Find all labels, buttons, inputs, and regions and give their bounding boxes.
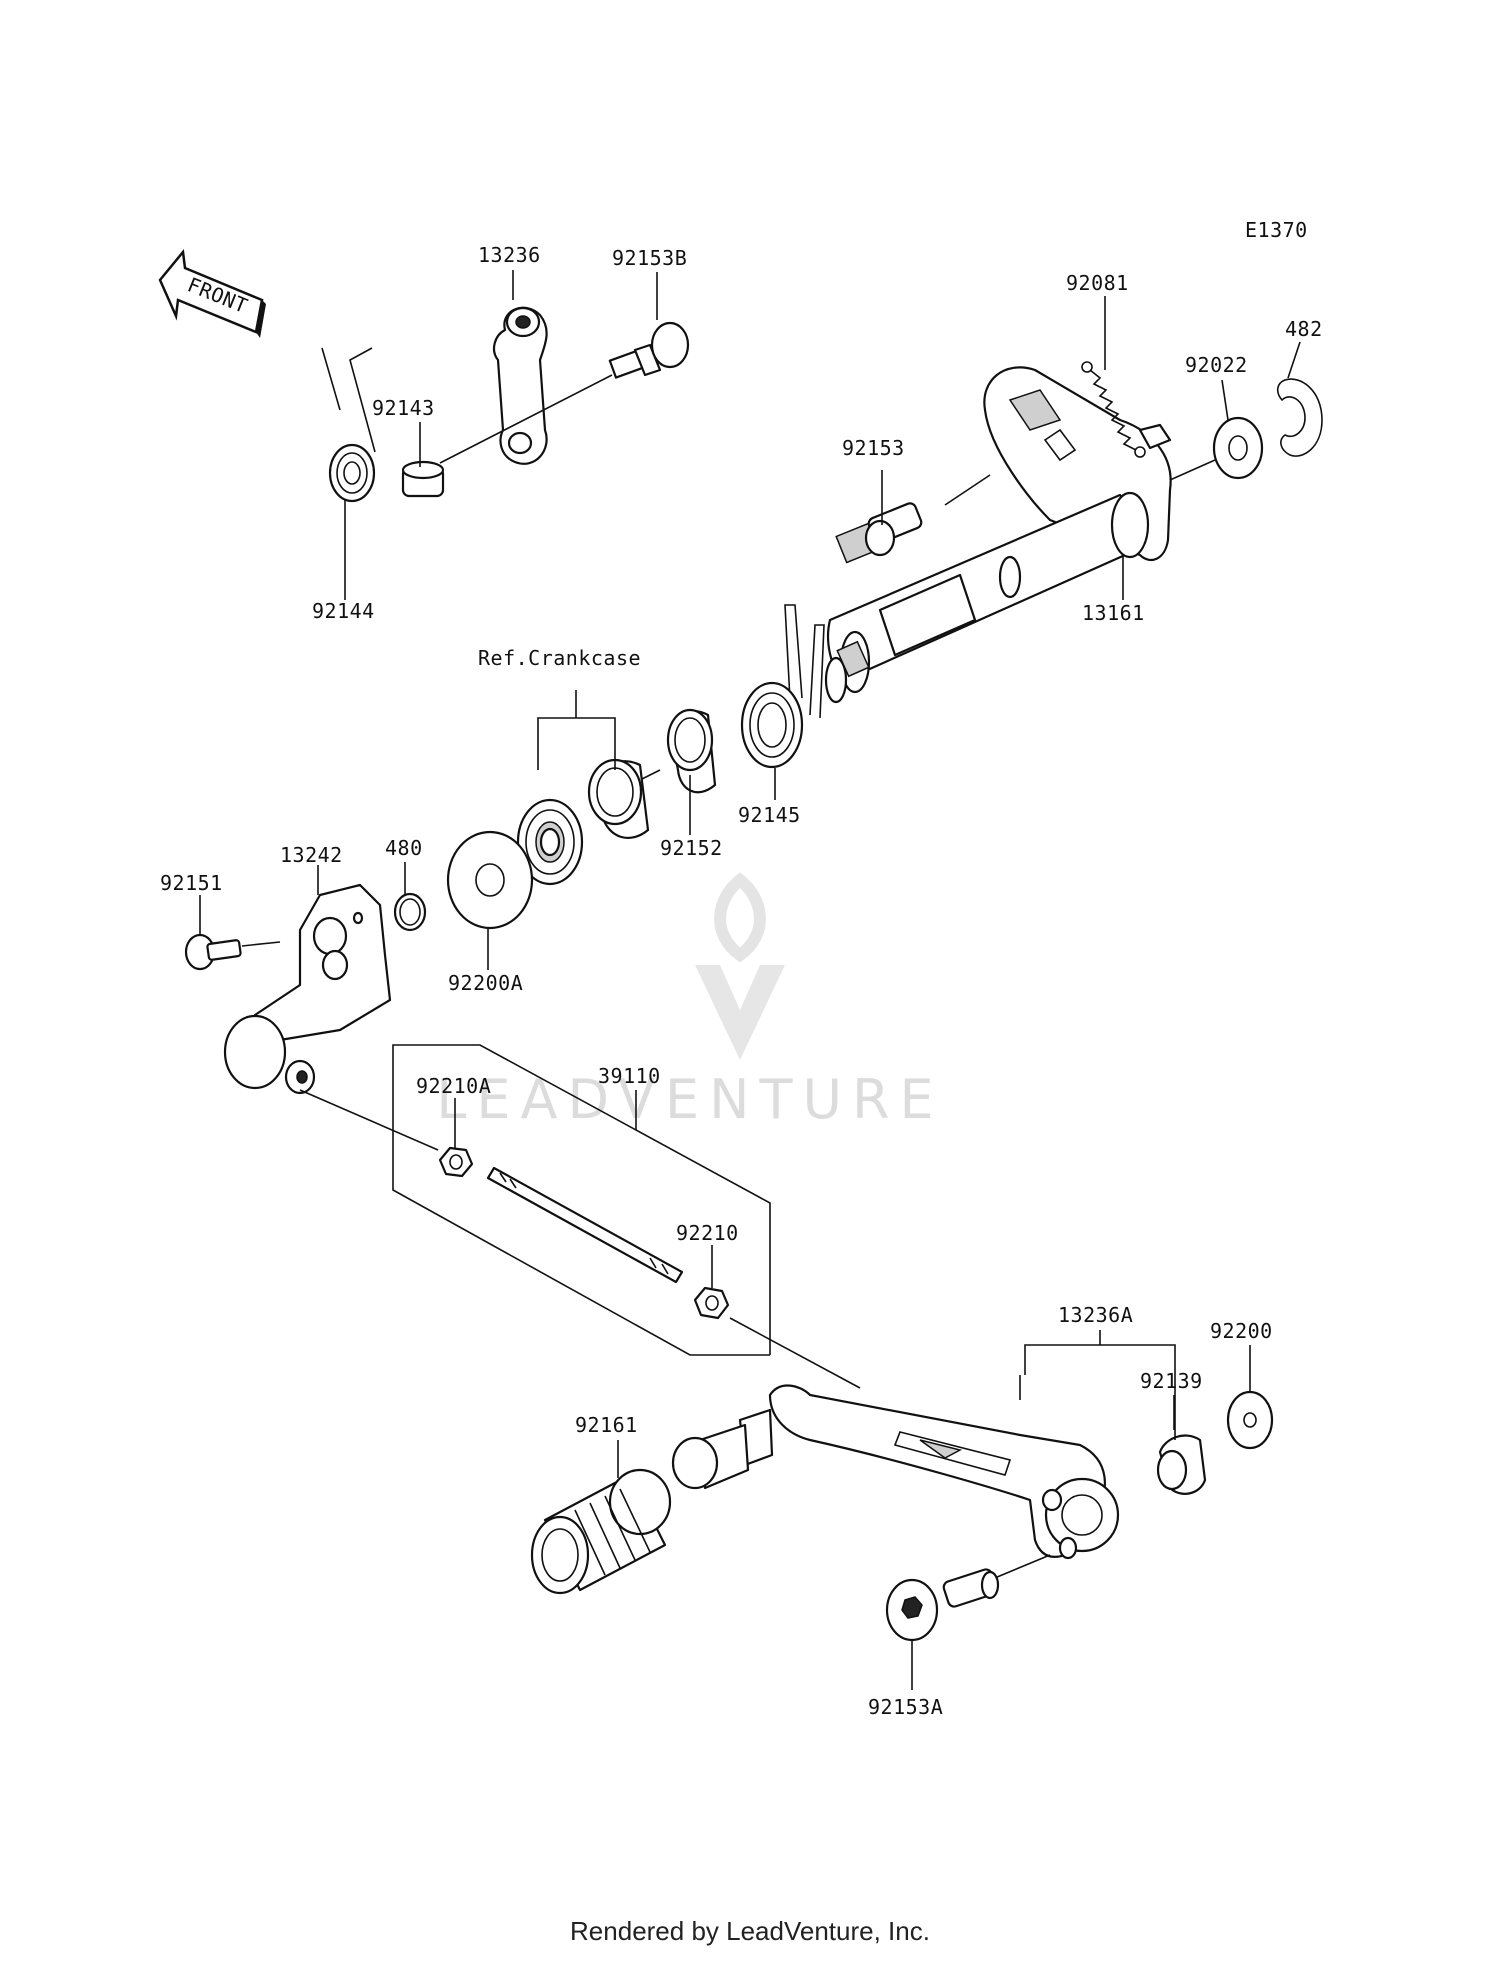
- part-label-13242[interactable]: 13242: [280, 843, 343, 867]
- part-label-92022[interactable]: 92022: [1185, 353, 1248, 377]
- part-label-ref-crankcase: Ref.Crankcase: [478, 646, 641, 670]
- bolt-92153A-drawing: [885, 1568, 1000, 1642]
- nut-92210A-drawing: [438, 1146, 474, 1178]
- part-label-92152[interactable]: 92152: [660, 836, 723, 860]
- part-label-92153B[interactable]: 92153B: [612, 246, 687, 270]
- washer-92200-drawing: [1226, 1390, 1274, 1450]
- part-label-92145[interactable]: 92145: [738, 803, 801, 827]
- part-label-92144[interactable]: 92144: [312, 599, 375, 623]
- collar-92143-drawing: [401, 460, 445, 498]
- shift-shaft-13161-drawing: [824, 366, 1172, 704]
- bolt-92153B-drawing: [608, 321, 690, 379]
- washer-92200A-drawing: [446, 830, 534, 930]
- spring-92081-drawing: [1081, 361, 1146, 458]
- shift-pedal-13236A-drawing: [671, 1384, 1120, 1560]
- part-label-92081[interactable]: 92081: [1066, 271, 1129, 295]
- part-label-92161[interactable]: 92161: [575, 1413, 638, 1437]
- washer-92022-drawing: [1212, 416, 1264, 480]
- part-label-92210A[interactable]: 92210A: [416, 1074, 491, 1098]
- part-labels: 13236 92153B 92143 92144 92081 482 92022…: [160, 243, 1323, 1719]
- part-label-480[interactable]: 480: [385, 836, 423, 860]
- leader-lines: [199, 270, 1301, 1690]
- part-label-92139[interactable]: 92139: [1140, 1369, 1203, 1393]
- part-label-92153[interactable]: 92153: [842, 436, 905, 460]
- front-arrow-icon: FRONT: [158, 248, 266, 338]
- part-label-13161[interactable]: 13161: [1082, 601, 1145, 625]
- shift-lever-13242-drawing: [223, 883, 392, 1095]
- drawing-code: E1370: [1245, 218, 1308, 242]
- watermark-v-icon: [695, 965, 785, 1060]
- part-label-92210[interactable]: 92210: [676, 1221, 739, 1245]
- nut-92210-drawing: [693, 1286, 730, 1320]
- part-label-39110[interactable]: 39110: [598, 1064, 661, 1088]
- footer-credit: Rendered by LeadVenture, Inc.: [570, 1916, 930, 1946]
- part-label-92153A[interactable]: 92153A: [868, 1695, 943, 1719]
- watermark-flame-icon: [714, 872, 766, 963]
- needle-bearing-drawing: [587, 758, 650, 839]
- watermark: LEADVENTURE: [436, 872, 943, 1131]
- ball-bearing-drawing: [516, 798, 584, 886]
- collar-92139-drawing: [1156, 1434, 1207, 1495]
- pin-92153-drawing: [835, 474, 991, 564]
- tie-rod-drawing: [486, 1166, 684, 1284]
- part-label-13236A[interactable]: 13236A: [1058, 1303, 1133, 1327]
- part-label-92200A[interactable]: 92200A: [448, 971, 523, 995]
- spring-92145-drawing: [740, 604, 825, 769]
- circlip-480-drawing: [393, 892, 427, 932]
- watermark-text: LEADVENTURE: [436, 1068, 943, 1131]
- spring-92144-drawing: [321, 347, 376, 503]
- part-label-92200[interactable]: 92200: [1210, 1319, 1273, 1343]
- shift-arm-13236-drawing: [492, 306, 548, 465]
- pedal-rubber-92161-drawing: [530, 1468, 672, 1595]
- part-label-482[interactable]: 482: [1285, 317, 1323, 341]
- collar-92152-drawing: [666, 708, 717, 794]
- part-label-92151[interactable]: 92151: [160, 871, 223, 895]
- circlip-482-drawing: [1276, 378, 1323, 457]
- part-label-92143[interactable]: 92143: [372, 396, 435, 420]
- bolt-92151-drawing: [184, 933, 281, 971]
- part-label-13236[interactable]: 13236: [478, 243, 541, 267]
